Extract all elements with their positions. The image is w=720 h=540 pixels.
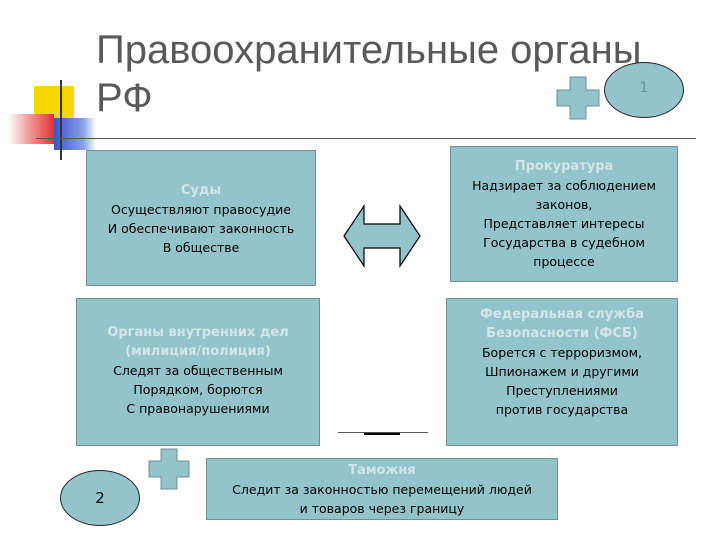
title-line-1: Правоохранительные органы [96, 28, 642, 72]
prosecutor-box: Прокуратура Надзирает за соблюдением зак… [450, 146, 678, 282]
police-heading-1: Органы внутренних дел [107, 325, 289, 340]
decor-red-square [8, 114, 54, 144]
courts-line-2: И обеспечивают законность [107, 221, 295, 236]
title-line-2: РФ [96, 76, 153, 120]
fsb-line-2: Шпионажем и другими [485, 364, 639, 379]
fsb-box: Федеральная служба Безопасности (ФСБ) Бо… [446, 298, 678, 446]
connector-line [338, 432, 428, 433]
slide-number-badge-bottom: 2 [60, 470, 140, 526]
fsb-heading-1: Федеральная служба [480, 307, 644, 322]
fsb-line-1: Борется с терроризмом, [481, 345, 643, 360]
police-line-1: Следят за общественным [113, 363, 283, 378]
cross-icon [556, 76, 600, 120]
fsb-line-4: против государства [495, 402, 629, 417]
customs-box: Таможня Следит за законностью перемещени… [206, 458, 558, 520]
prosecutor-line-4: Государства в судебном [483, 235, 645, 250]
courts-heading: Суды [180, 183, 222, 198]
badge-bottom-label: 2 [95, 489, 105, 507]
customs-line-1: Следит за законностью перемещений людей [232, 482, 532, 497]
prosecutor-line-5: процессе [533, 254, 595, 269]
fsb-heading-2: Безопасности (ФСБ) [486, 326, 638, 341]
badge-top-label: 1 [639, 80, 649, 96]
courts-line-1: Осуществляют правосудие [111, 202, 291, 217]
customs-heading: Таможня [348, 463, 416, 478]
police-line-3: С правонарушениями [126, 401, 270, 416]
customs-line-2: и товаров через границу [299, 501, 465, 516]
decor-vertical-line [60, 80, 62, 160]
courts-line-3: В обществе [162, 240, 240, 255]
connector-line-thick [364, 433, 400, 435]
slide-number-badge-top: 1 [604, 62, 684, 118]
police-heading-2: (милиция/полиция) [125, 344, 271, 359]
page-title: Правоохранительные органы РФ [96, 26, 706, 122]
prosecutor-heading: Прокуратура [514, 159, 614, 174]
decor-horizontal-line [36, 138, 696, 139]
prosecutor-line-1: Надзирает за соблюдением [472, 178, 656, 193]
prosecutor-line-2: законов, [535, 197, 593, 212]
courts-box: Суды Осуществляют правосудие И обеспечив… [86, 150, 316, 286]
fsb-line-3: Преступлениями [506, 383, 618, 398]
double-arrow-icon [343, 204, 421, 268]
police-box: Органы внутренних дел (милиция/полиция) … [76, 298, 320, 446]
cross-icon [148, 448, 190, 490]
police-line-2: Порядком, борются [133, 382, 263, 397]
prosecutor-line-3: Представляет интересы [483, 216, 645, 231]
